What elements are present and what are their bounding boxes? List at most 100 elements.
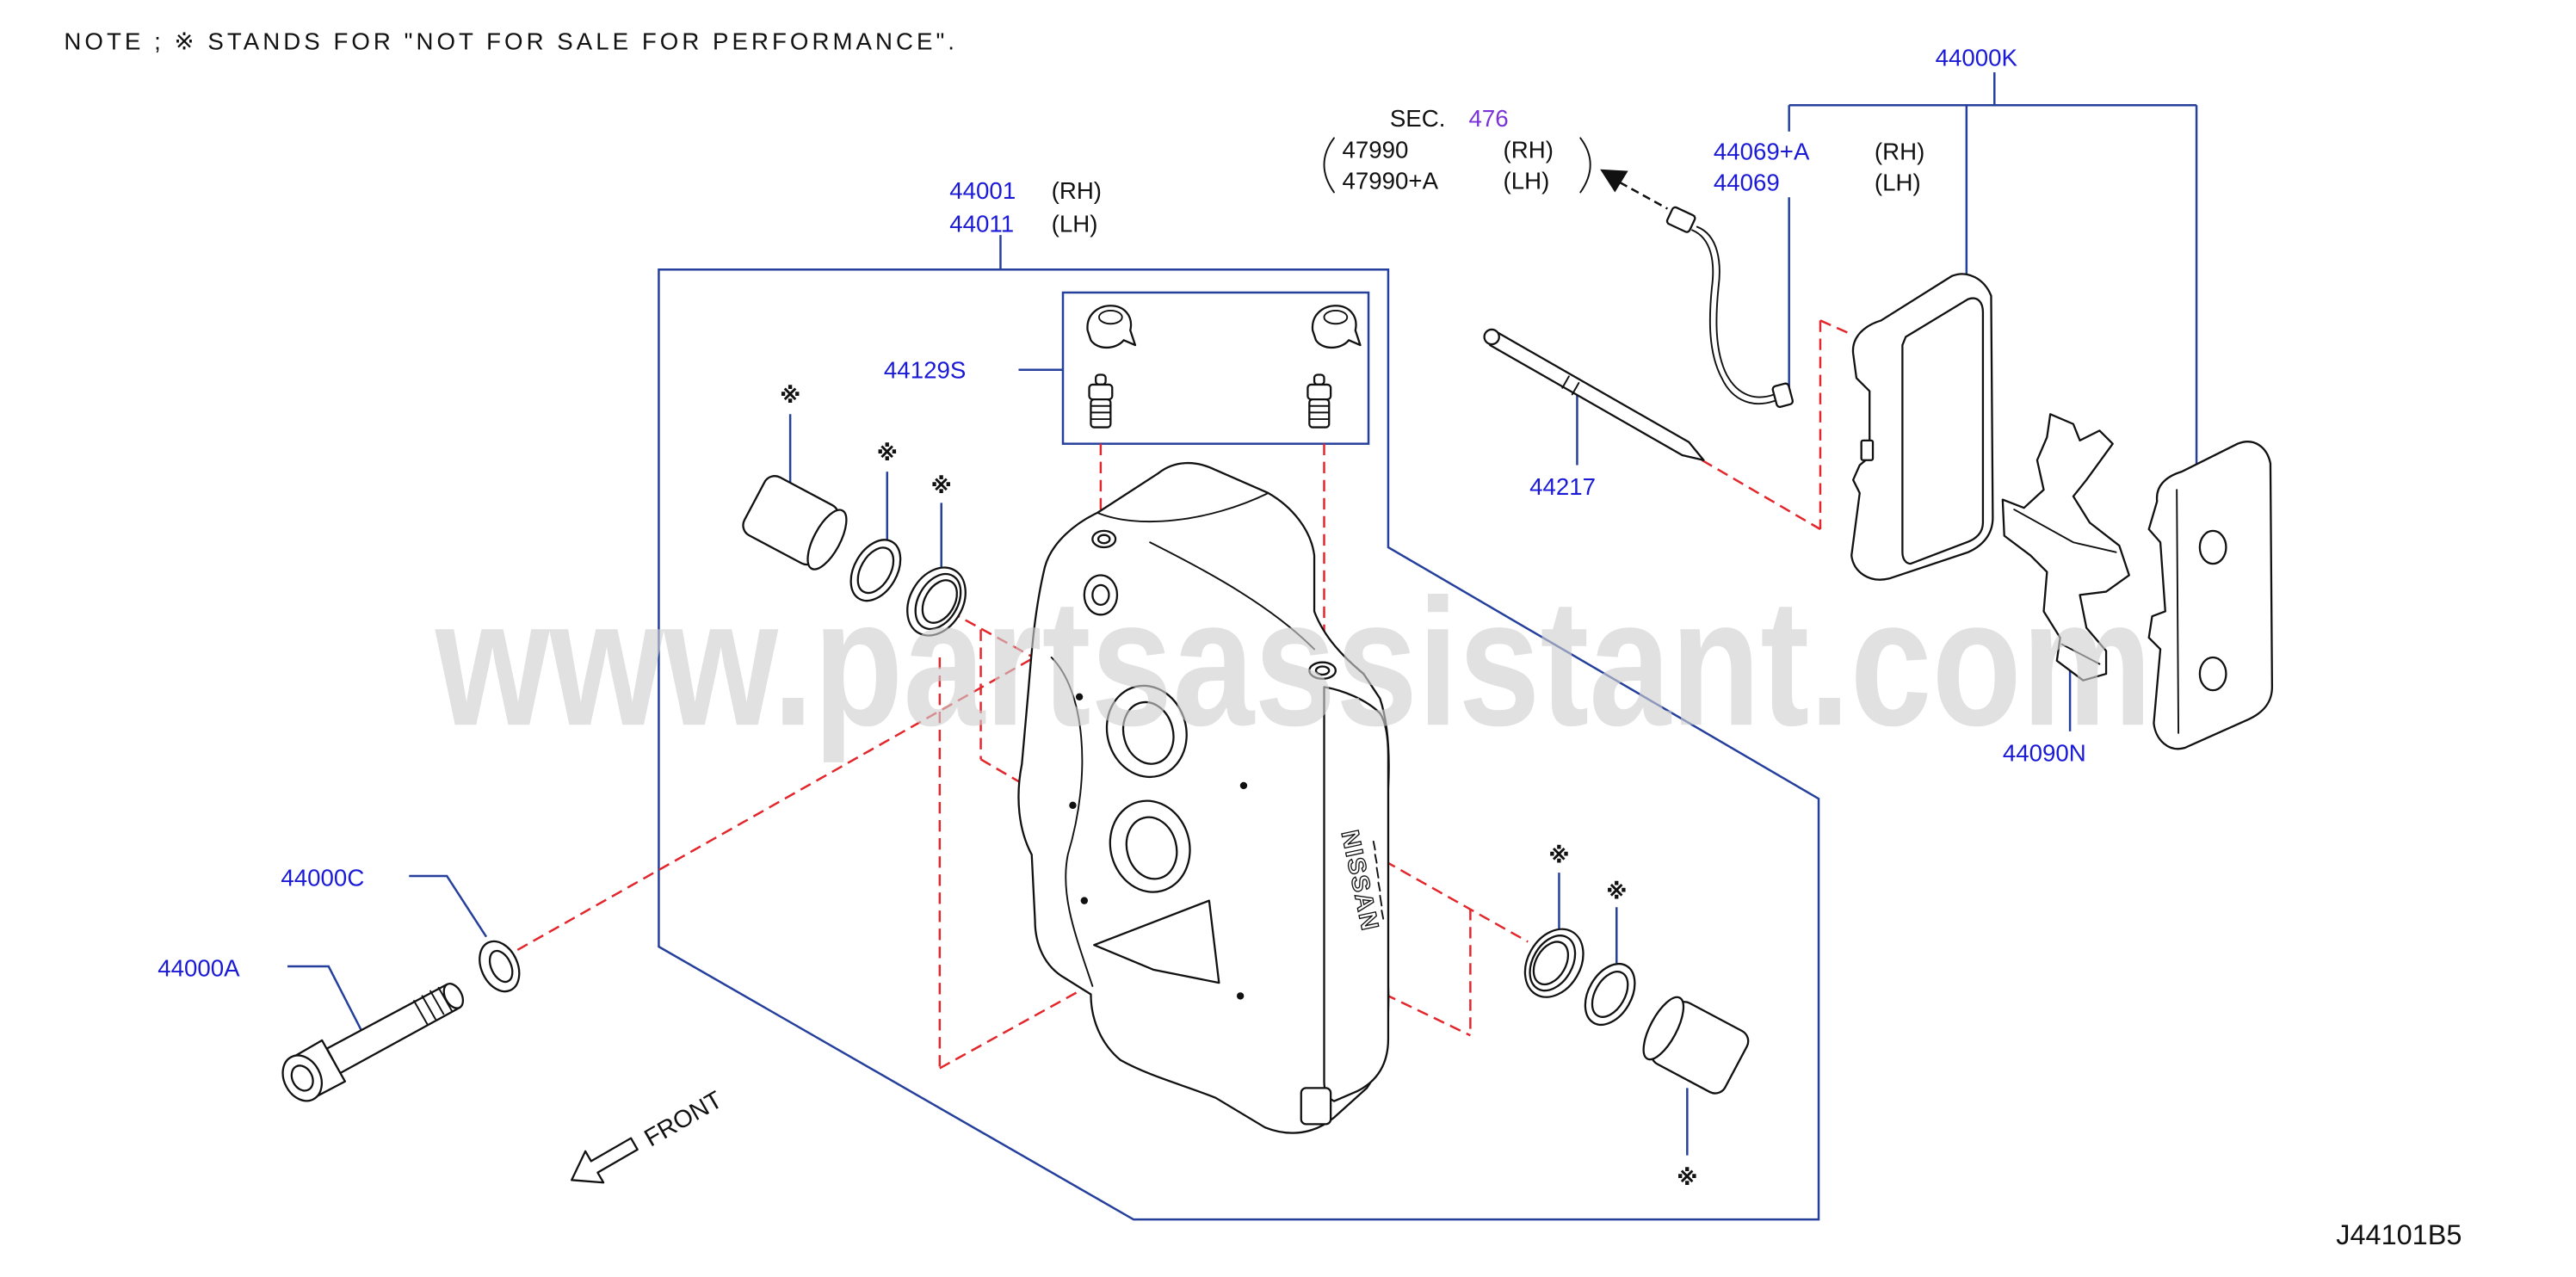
outer-brake-pad <box>2147 441 2274 750</box>
leader-lines <box>287 72 2198 1221</box>
boot-inner <box>1532 941 1570 986</box>
front-arrow-icon <box>571 1137 639 1184</box>
caliper-assembly-boundary <box>658 268 1820 1221</box>
bolt-threads <box>413 986 453 1025</box>
pad-friction-material <box>1901 297 1985 565</box>
bleeder-cap-right <box>1311 305 1362 349</box>
caliper-bolt <box>281 983 465 1102</box>
not-for-sale-mark: ※ <box>780 383 800 408</box>
pad-hole <box>2198 656 2227 692</box>
screw-tip <box>1313 373 1325 386</box>
wear-sensor <box>1665 206 1795 409</box>
seal-inner <box>1591 971 1629 1018</box>
caliper-dot <box>1236 992 1245 1000</box>
screw-hex <box>1088 383 1114 401</box>
callout-sensor-lh[interactable]: 44069 <box>1714 170 1780 196</box>
thread-lines <box>1090 404 1112 420</box>
piston-bore-upper-inner <box>1121 700 1175 765</box>
sensor-probe <box>1771 382 1795 409</box>
not-for-sale-mark: ※ <box>1677 1165 1697 1190</box>
left-dust-boot <box>906 566 967 637</box>
not-for-sale-mark: ※ <box>877 441 898 466</box>
cap-top <box>1098 310 1123 325</box>
bleeder-cap <box>1311 305 1362 349</box>
pad-edge <box>2176 489 2180 734</box>
left-piston-seal <box>849 539 902 602</box>
side-label-lh: (LH) <box>1504 168 1550 194</box>
caliper-body-edge <box>1050 657 1094 987</box>
pad-spring <box>2001 413 2130 682</box>
callout-pad-kit[interactable]: 44000K <box>1936 44 2018 71</box>
bleeder-port-inner <box>1096 534 1111 545</box>
callout-sensor-rh[interactable]: 44069+A <box>1714 138 1810 164</box>
callout-caliper-lh[interactable]: 44011 <box>949 210 1014 237</box>
front-label: FRONT <box>639 1086 726 1152</box>
caliper-mount-lug <box>1300 1087 1332 1126</box>
right-piston <box>1642 996 1750 1095</box>
callout-bleeder-kit[interactable]: 44129S <box>884 356 966 383</box>
right-piston-seal <box>1584 963 1636 1026</box>
bleeder-cap-left <box>1086 305 1137 349</box>
side-label-lh: (LH) <box>1875 170 1921 196</box>
section-arrow-shaft <box>1619 181 1669 210</box>
caliper-top-ridge <box>1096 492 1269 523</box>
section-arrow-icon <box>1600 169 1669 210</box>
bolt-end <box>442 983 465 1009</box>
bleeder-screw-left <box>1088 373 1114 429</box>
side-label-lh: (LH) <box>1052 210 1098 237</box>
pin-shaft <box>1489 330 1705 461</box>
left-piston <box>742 475 848 571</box>
caliper-dot <box>1075 693 1084 701</box>
caliper-cutout <box>1093 899 1220 984</box>
not-for-sale-mark: ※ <box>931 473 952 498</box>
caliper-body: NISSAN <box>1017 461 1390 1134</box>
not-for-sale-mark: ※ <box>1548 843 1569 868</box>
section-label: SEC. <box>1390 105 1446 132</box>
washer-inner <box>488 949 514 984</box>
copper-washer <box>479 940 521 993</box>
side-label-rh: (RH) <box>1875 138 1924 164</box>
inlet-port-inner <box>1091 583 1110 606</box>
callout-pad-pin[interactable]: 44217 <box>1529 473 1596 500</box>
sensor-connector <box>1665 206 1696 233</box>
pin-head <box>1483 328 1500 346</box>
parts: NISSAN <box>281 137 2274 1184</box>
callout-washer[interactable]: 44000C <box>281 864 364 891</box>
pad-hole <box>2198 529 2227 565</box>
boot-inner <box>921 579 958 624</box>
screw-hex <box>1307 383 1332 401</box>
caliper-dot <box>1069 801 1077 810</box>
washer-leader <box>409 874 488 938</box>
bleeder-screw-right <box>1307 373 1332 429</box>
callout-caliper-rh[interactable]: 44001 <box>949 177 1016 204</box>
bleeder-kit-box <box>1061 291 1370 445</box>
assembly-line <box>1819 319 1850 335</box>
bolt-shaft <box>325 983 461 1075</box>
section-part-lh: 47990+A <box>1342 168 1438 194</box>
close-paren <box>1579 137 1591 194</box>
section-part-rh: 47990 <box>1342 136 1408 163</box>
caliper-bridge-line <box>1149 541 1315 651</box>
caliper-logo-script <box>1372 840 1385 920</box>
callout-bolt[interactable]: 44000A <box>158 954 240 981</box>
screw-tip <box>1095 373 1107 386</box>
open-paren <box>1323 137 1335 194</box>
bleeder-cap <box>1086 305 1137 349</box>
diagram-code: J44101B5 <box>2336 1219 2462 1250</box>
pad-pin <box>1483 328 1705 461</box>
section-number[interactable]: 476 <box>1468 105 1508 132</box>
assembly-line <box>1384 993 1471 1037</box>
assembly-line <box>1701 459 1821 531</box>
callout-pad-spring[interactable]: 44090N <box>2003 739 2086 766</box>
watermark: www.partsassistant.com <box>435 561 2153 763</box>
bolt-leader <box>287 965 363 1032</box>
not-for-sale-mark: ※ <box>1606 879 1627 904</box>
caliper-outline <box>1017 461 1390 1134</box>
thread-lines <box>1308 404 1331 420</box>
bolt-socket <box>290 1064 314 1092</box>
spring-plate <box>2001 413 2130 682</box>
note-text: NOTE ; ※ STANDS FOR "NOT FOR SALE FOR PE… <box>64 28 954 54</box>
right-dust-boot <box>1523 928 1585 998</box>
piston-face <box>1642 996 1685 1061</box>
